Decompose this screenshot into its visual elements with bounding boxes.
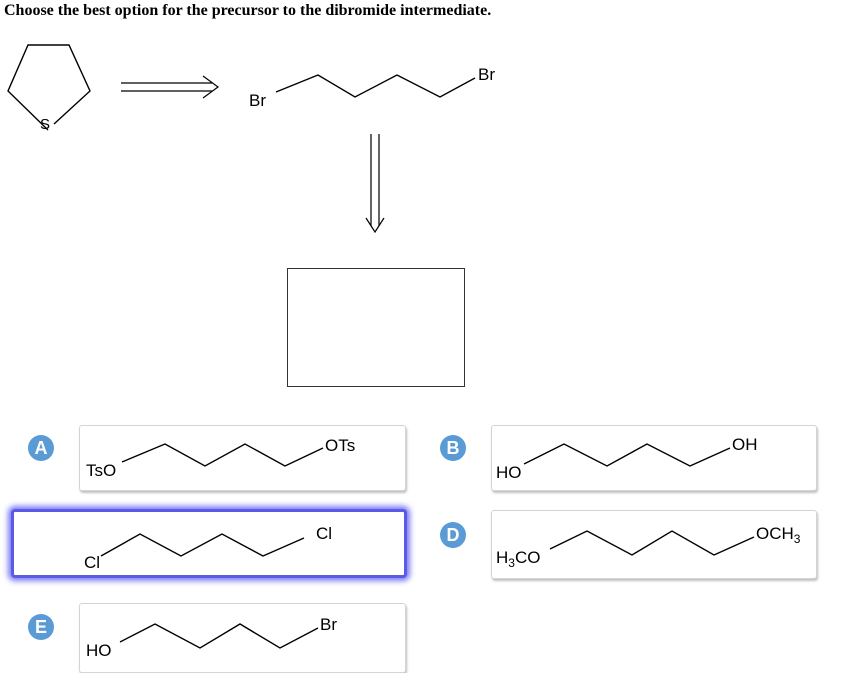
option-e-left-group: HO [86,641,112,660]
retrosynthesis-scheme: S Br Br [7,44,495,234]
option-c-structure: Cl Cl [84,524,332,572]
option-d-structure: H3CO OCH3 [496,524,801,570]
option-a-left-group: TsO [86,461,116,480]
option-e-structure: HO Br [86,615,337,660]
retro-arrow-down [365,134,385,234]
option-a-card[interactable]: TsO OTs [79,425,406,491]
option-c-left-group: Cl [84,553,100,572]
dibromide-left-br: Br [249,91,266,110]
option-b-card[interactable]: HO OH [491,425,817,491]
option-e-badge[interactable]: E [28,614,54,640]
option-a-structure: TsO OTs [86,436,355,480]
ring-sulfur-label: S [40,116,50,133]
option-b-badge[interactable]: B [440,435,466,461]
option-c-right-group: Cl [316,524,332,543]
retro-arrow-right [121,75,220,99]
thiolane-ring [7,44,91,131]
option-b-right-group: OH [732,435,758,454]
option-c-card[interactable]: Cl Cl [11,509,407,578]
question-text: Choose the best option for the precursor… [4,2,492,19]
option-d-left-group: H3CO [496,548,540,570]
option-e-card[interactable]: HO Br [79,603,406,673]
option-d-right-group: OCH3 [756,524,801,546]
option-b-left-group: HO [496,463,522,482]
answer-drop-box[interactable] [287,268,465,387]
option-e-right-group: Br [320,615,337,634]
dibromide-chain [275,74,476,98]
option-a-badge[interactable]: A [28,435,54,461]
option-d-card[interactable]: H3CO OCH3 [491,510,817,579]
option-d-badge[interactable]: D [440,522,466,548]
dibromide-right-br: Br [478,65,495,84]
option-a-right-group: OTs [325,436,355,455]
option-b-structure: HO OH [496,435,758,482]
